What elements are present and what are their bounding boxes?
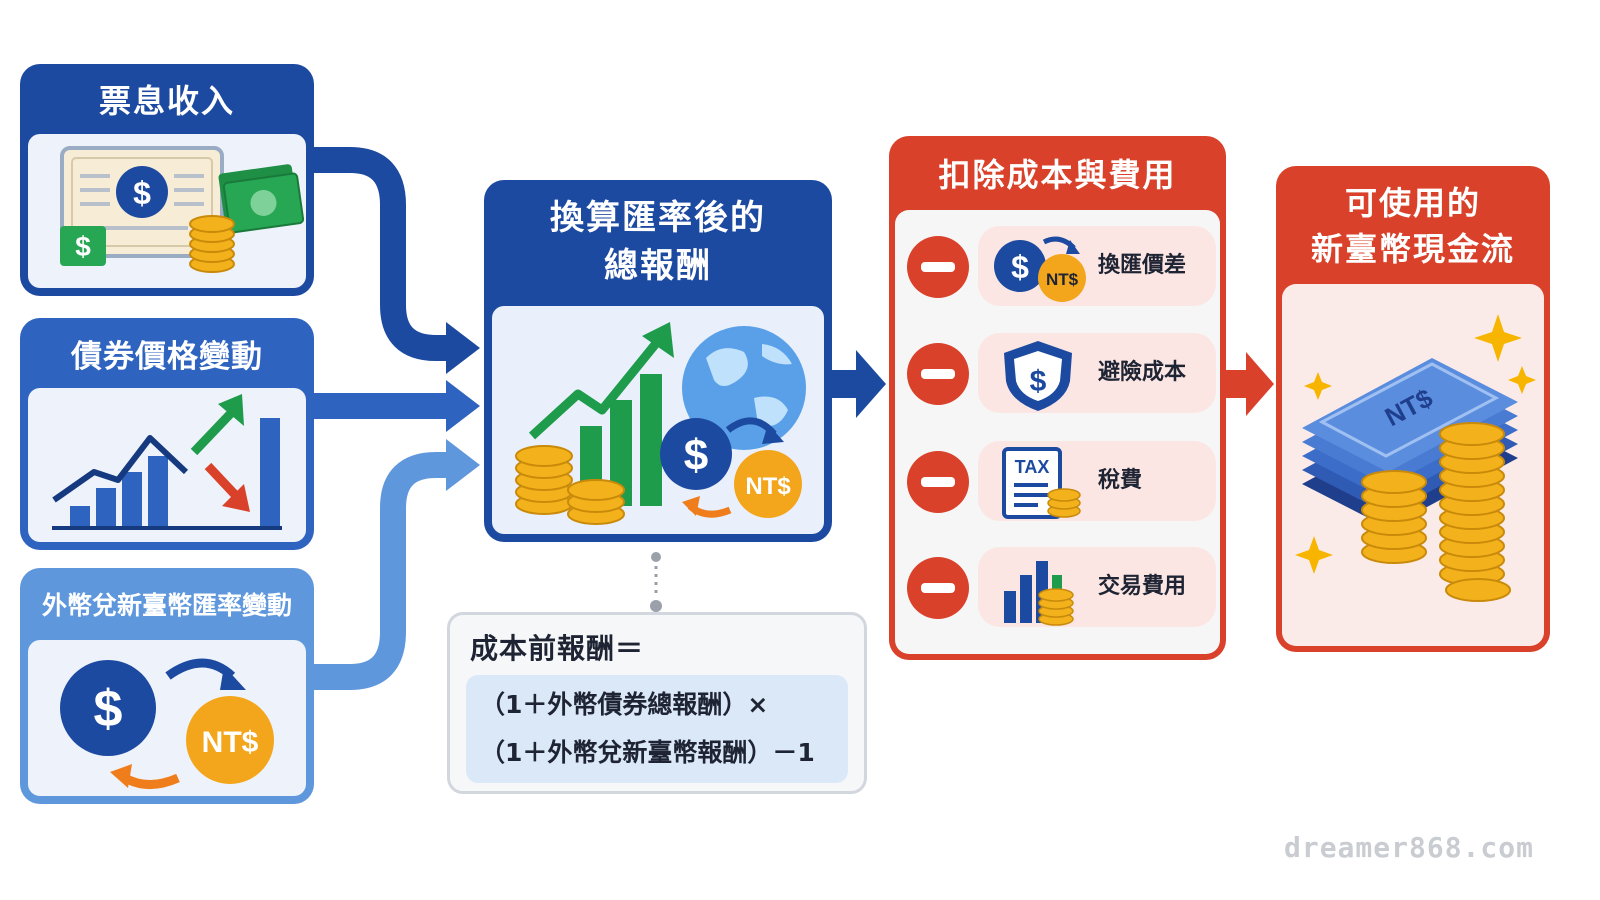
deduction-label: 避險成本 — [1098, 360, 1187, 385]
twd-cashflow-title: 可使用的 新臺幣現金流 — [1276, 166, 1550, 284]
dollar-symbol: $ — [133, 175, 151, 211]
arrow-fx-to-center — [314, 439, 480, 690]
growth-globe-exchange-icon: $ NT$ — [515, 322, 806, 525]
source-title: 外幣兌新臺幣匯率變動 — [41, 591, 292, 620]
minus-icon — [907, 236, 969, 298]
deduction-item-trading-fee: 交易費用 — [978, 547, 1216, 627]
deduction-item-tax: TAX 稅費 — [978, 441, 1216, 521]
twd-cashflow-title-line2: 新臺幣現金流 — [1310, 230, 1515, 268]
ntd-symbol: NT$ — [745, 473, 791, 500]
deduction-item-fx-spread: $ NT$ 換匯價差 — [978, 226, 1216, 306]
source-illustration: $ NT$ — [28, 640, 306, 796]
coupon-income-icon: $ $ — [60, 146, 305, 273]
deduction-label: 換匯價差 — [1098, 253, 1187, 278]
dollar-symbol: $ — [94, 680, 123, 738]
dollar-symbol: $ — [684, 431, 708, 480]
ntd-symbol: NT$ — [1046, 270, 1079, 289]
tax-document-icon: TAX — [1002, 447, 1081, 519]
total-return-box: 換算匯率後的 總報酬 — [484, 180, 832, 542]
source-fx-change: 外幣兌新臺幣匯率變動 $ NT$ — [20, 568, 314, 804]
formula-equation: （1＋外幣債券總報酬）× （1＋外幣兌新臺幣報酬）－1 — [466, 675, 848, 783]
formula-line-1: （1＋外幣債券總報酬）× — [480, 690, 769, 719]
deductions-box: 扣除成本與費用 $ NT$ 換匯價差 $ 避險成本 — [889, 136, 1226, 660]
exchange-spread-icon: $ NT$ — [994, 236, 1086, 302]
dollar-symbol: $ — [1011, 249, 1029, 285]
formula-line-2: （1＋外幣兌新臺幣報酬）－1 — [480, 738, 815, 767]
total-return-title-line1: 換算匯率後的 — [550, 198, 766, 238]
ntd-symbol: NT$ — [202, 726, 259, 759]
twd-cash-stack-icon: NT$ — [1295, 314, 1536, 602]
deduction-label: 交易費用 — [1098, 574, 1187, 599]
formula-title: 成本前報酬＝ — [470, 632, 645, 665]
source-bond-price: 債券價格變動 — [20, 318, 314, 550]
deductions-title: 扣除成本與費用 — [938, 156, 1177, 194]
twd-cashflow-illustration: NT$ — [1282, 284, 1544, 646]
twd-cashflow-title-line1: 可使用的 — [1344, 184, 1481, 222]
tax-text: TAX — [1015, 457, 1050, 477]
minus-icon — [907, 343, 969, 405]
arrow-coupon-to-center — [314, 147, 480, 374]
formula-box: 成本前報酬＝ （1＋外幣債券總報酬）× （1＋外幣兌新臺幣報酬）－1 — [447, 612, 867, 794]
source-title: 債券價格變動 — [71, 338, 263, 375]
watermark: dreamer868.com — [1283, 831, 1534, 864]
minus-icon — [907, 451, 969, 513]
source-illustration — [28, 388, 306, 542]
dollar-symbol: $ — [75, 231, 91, 262]
total-return-title: 換算匯率後的 總報酬 — [484, 180, 832, 306]
hedge-shield-icon: $ — [1004, 341, 1072, 411]
deduction-label: 稅費 — [1098, 468, 1143, 493]
dollar-symbol: $ — [1030, 365, 1047, 398]
source-illustration: $ $ — [28, 134, 306, 288]
twd-cashflow-box: 可使用的 新臺幣現金流 NT$ — [1276, 166, 1550, 652]
total-return-illustration: $ NT$ — [492, 306, 824, 534]
arrow-deductions-to-result — [1226, 352, 1274, 416]
deduction-item-hedge-cost: $ 避險成本 — [978, 333, 1216, 413]
minus-icon — [907, 557, 969, 619]
formula-connector — [650, 552, 662, 612]
total-return-title-line2: 總報酬 — [604, 246, 712, 286]
source-title: 票息收入 — [98, 82, 235, 120]
bond-price-chart-icon — [52, 394, 282, 530]
arrow-center-to-deductions — [832, 350, 886, 418]
currency-exchange-icon: $ NT$ — [60, 658, 274, 789]
trading-fee-icon — [1004, 561, 1074, 626]
source-coupon-income: 票息收入 $ $ — [20, 64, 314, 296]
deductions-list: $ NT$ 換匯價差 $ 避險成本 TAX — [895, 210, 1220, 654]
arrow-bond-to-center — [314, 380, 480, 432]
